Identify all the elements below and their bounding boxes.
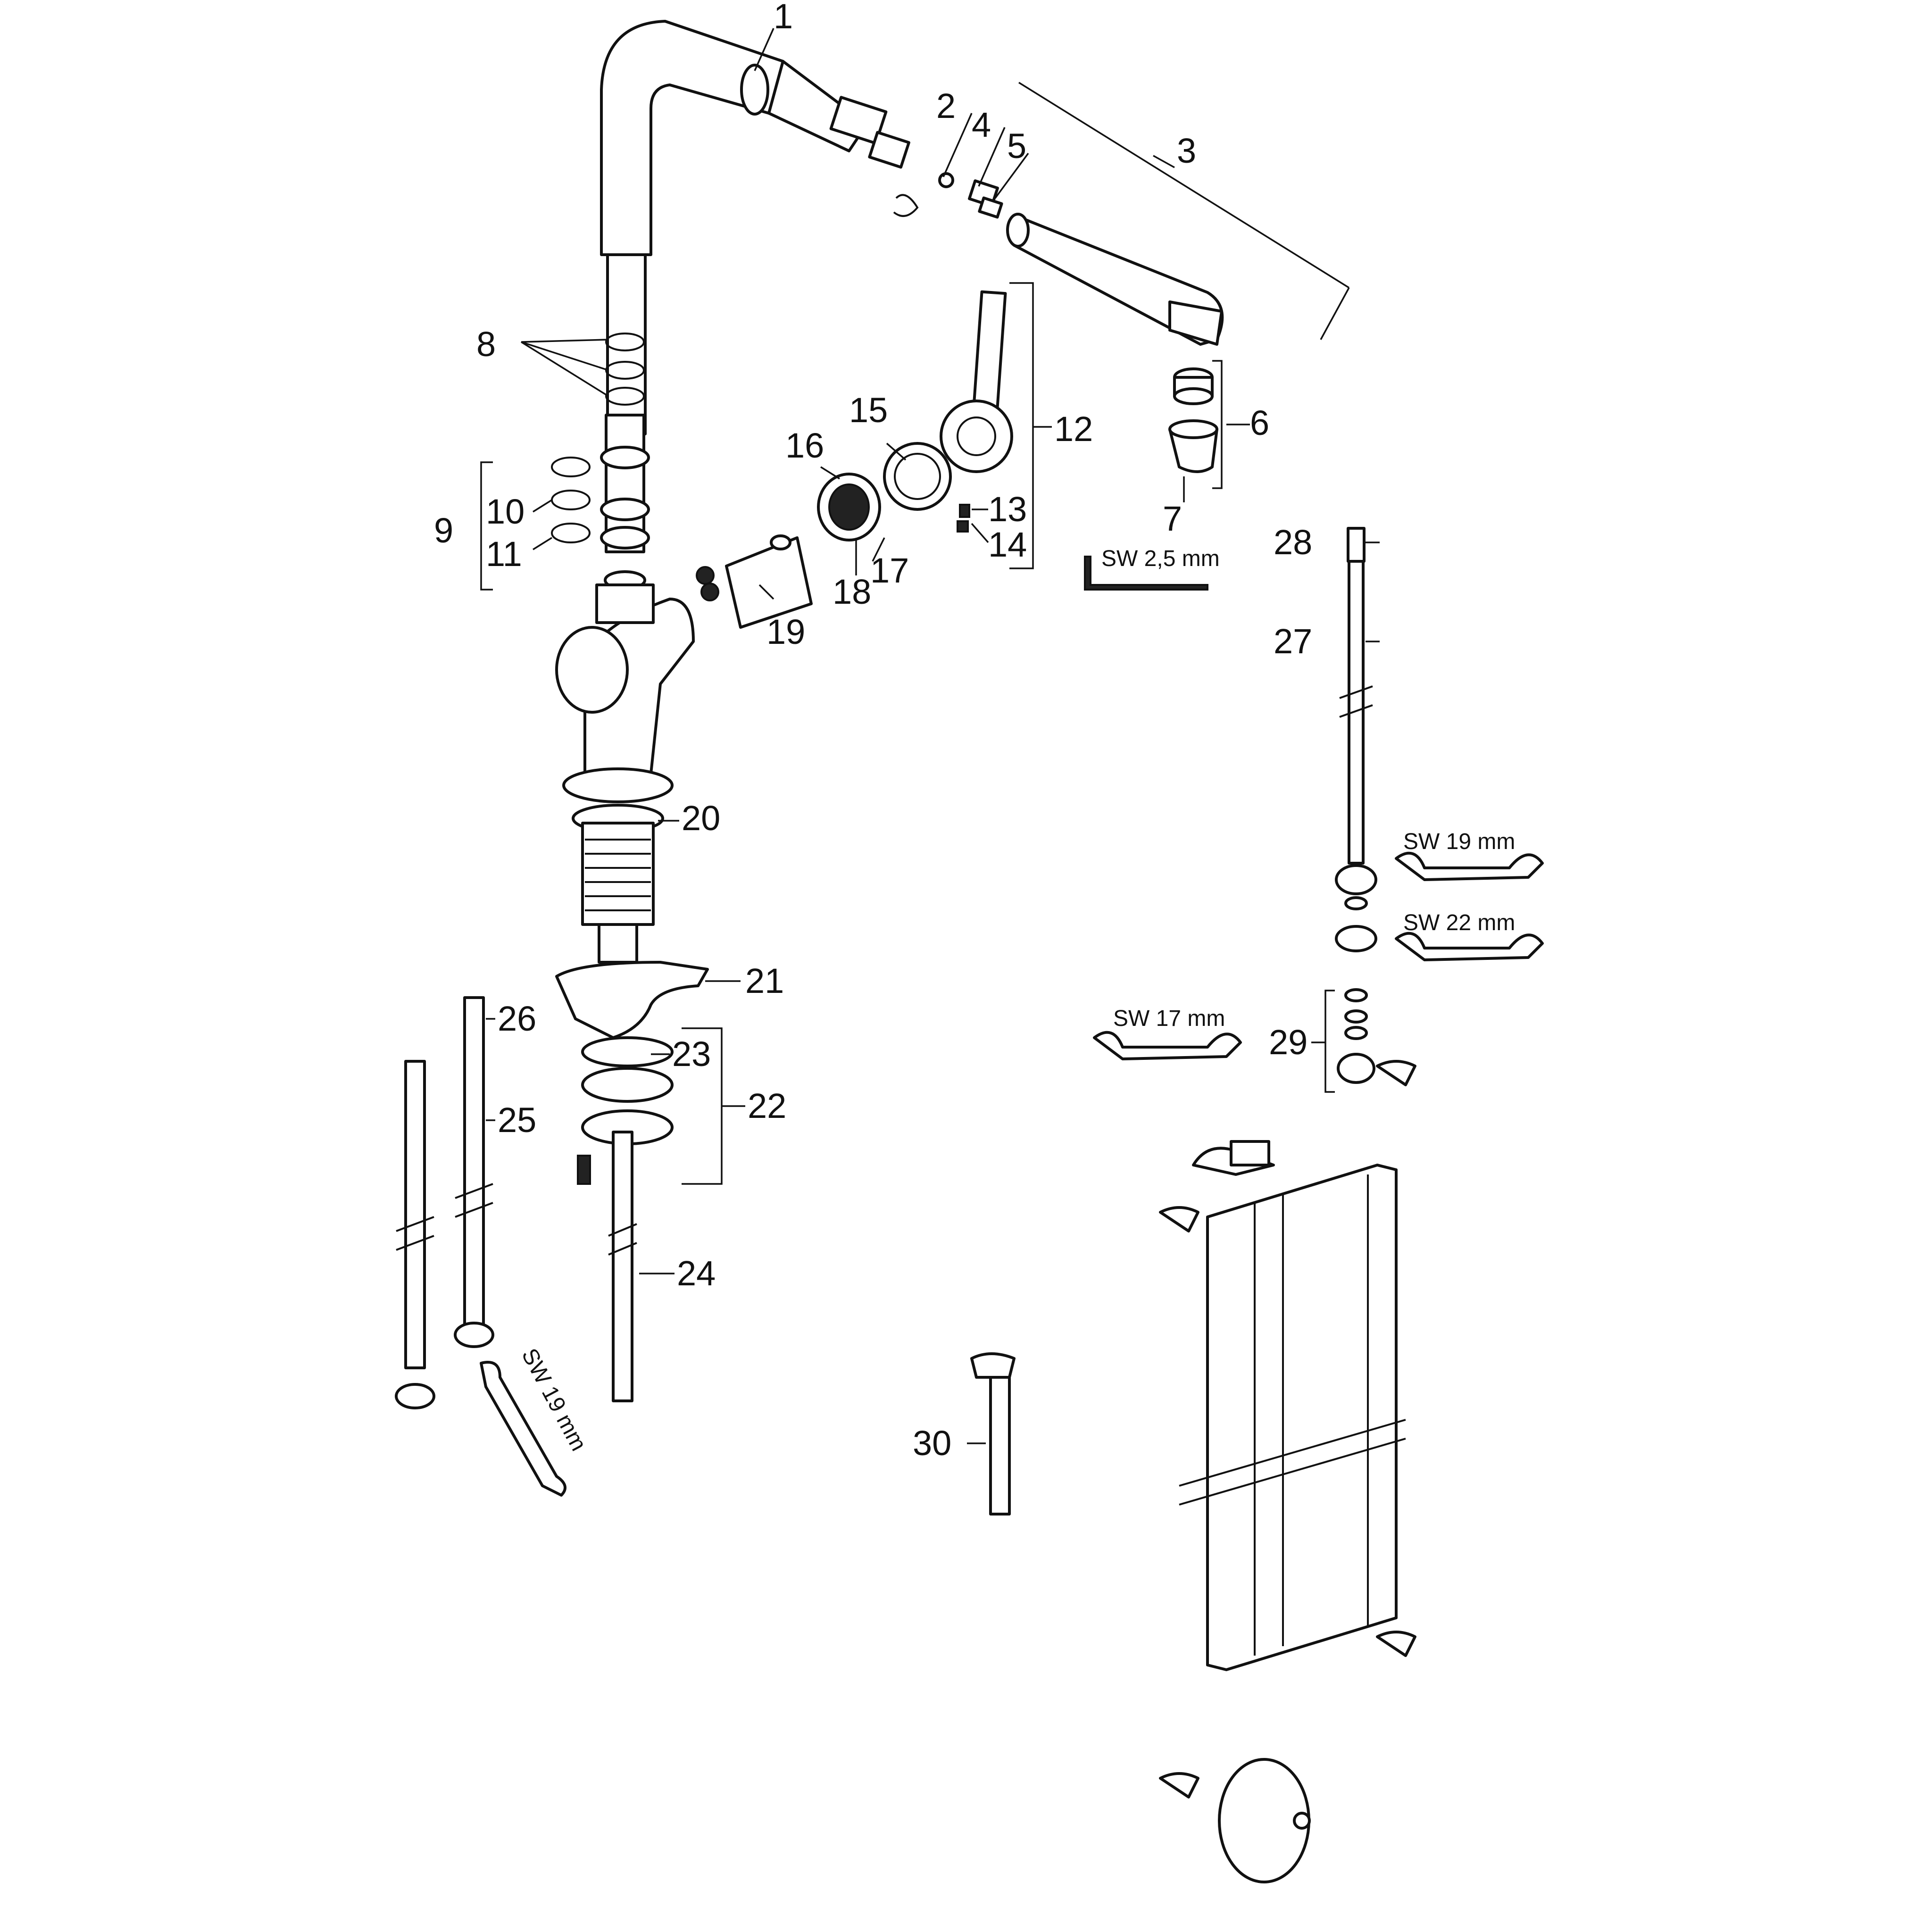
label-28: 28: [1274, 523, 1312, 562]
supply-hoses: [395, 996, 494, 1409]
label-9: 9: [434, 511, 453, 550]
label-25: 25: [498, 1100, 536, 1140]
label-11: 11: [486, 534, 522, 574]
lever-handle-assembly: [696, 290, 1013, 629]
label-26: 26: [498, 999, 536, 1038]
label-12: 12: [1054, 409, 1093, 449]
label-1: 1: [774, 0, 793, 36]
label-3: 3: [1177, 131, 1196, 170]
label-10: 10: [486, 492, 525, 531]
shaft-orings: [551, 333, 650, 590]
label-22: 22: [748, 1086, 786, 1125]
adapter-size: SW 22 mm: [1403, 910, 1515, 935]
label-13: 13: [988, 490, 1027, 529]
label-16: 16: [785, 426, 824, 465]
label-30: 30: [913, 1424, 951, 1463]
wrench-icons: [480, 556, 1544, 1497]
label-21: 21: [745, 961, 784, 1000]
label-2: 2: [936, 86, 956, 125]
label-29: 29: [1269, 1023, 1307, 1062]
label-18: 18: [833, 572, 871, 611]
label-15: 15: [849, 391, 888, 430]
pullout-hose: [1335, 527, 1377, 1084]
label-4: 4: [972, 105, 991, 144]
label-8: 8: [476, 325, 496, 364]
mounting-plate: [555, 961, 709, 1185]
bracket-nut-size: SW 17 mm: [1113, 1006, 1225, 1031]
spray-head-assembly: [938, 172, 1224, 346]
group-brackets: [480, 82, 1350, 1185]
label-23: 23: [672, 1034, 711, 1074]
label-17: 17: [870, 551, 909, 590]
mixer-body: [555, 583, 695, 964]
threaded-rod: [608, 1131, 637, 1402]
hex-key-size: SW 2,5 mm: [1101, 546, 1220, 571]
label-20: 20: [682, 799, 720, 838]
label-19: 19: [766, 612, 805, 651]
label-24: 24: [677, 1254, 716, 1293]
guide-rail: [970, 1060, 1416, 1883]
label-6: 6: [1250, 403, 1269, 442]
label-14: 14: [988, 525, 1027, 564]
aerator-assembly: [1168, 367, 1218, 473]
hose-nut-size: SW 19 mm: [1403, 829, 1515, 854]
callout-labels: 1 2 4 5 3 6 7 8 9 10 11 12 13 14 15 16 1…: [434, 0, 1312, 1463]
label-7: 7: [1163, 499, 1182, 538]
leader-lines: [486, 28, 1380, 1444]
label-5: 5: [1007, 126, 1026, 166]
spout-body: [600, 20, 919, 435]
label-27: 27: [1274, 622, 1312, 661]
